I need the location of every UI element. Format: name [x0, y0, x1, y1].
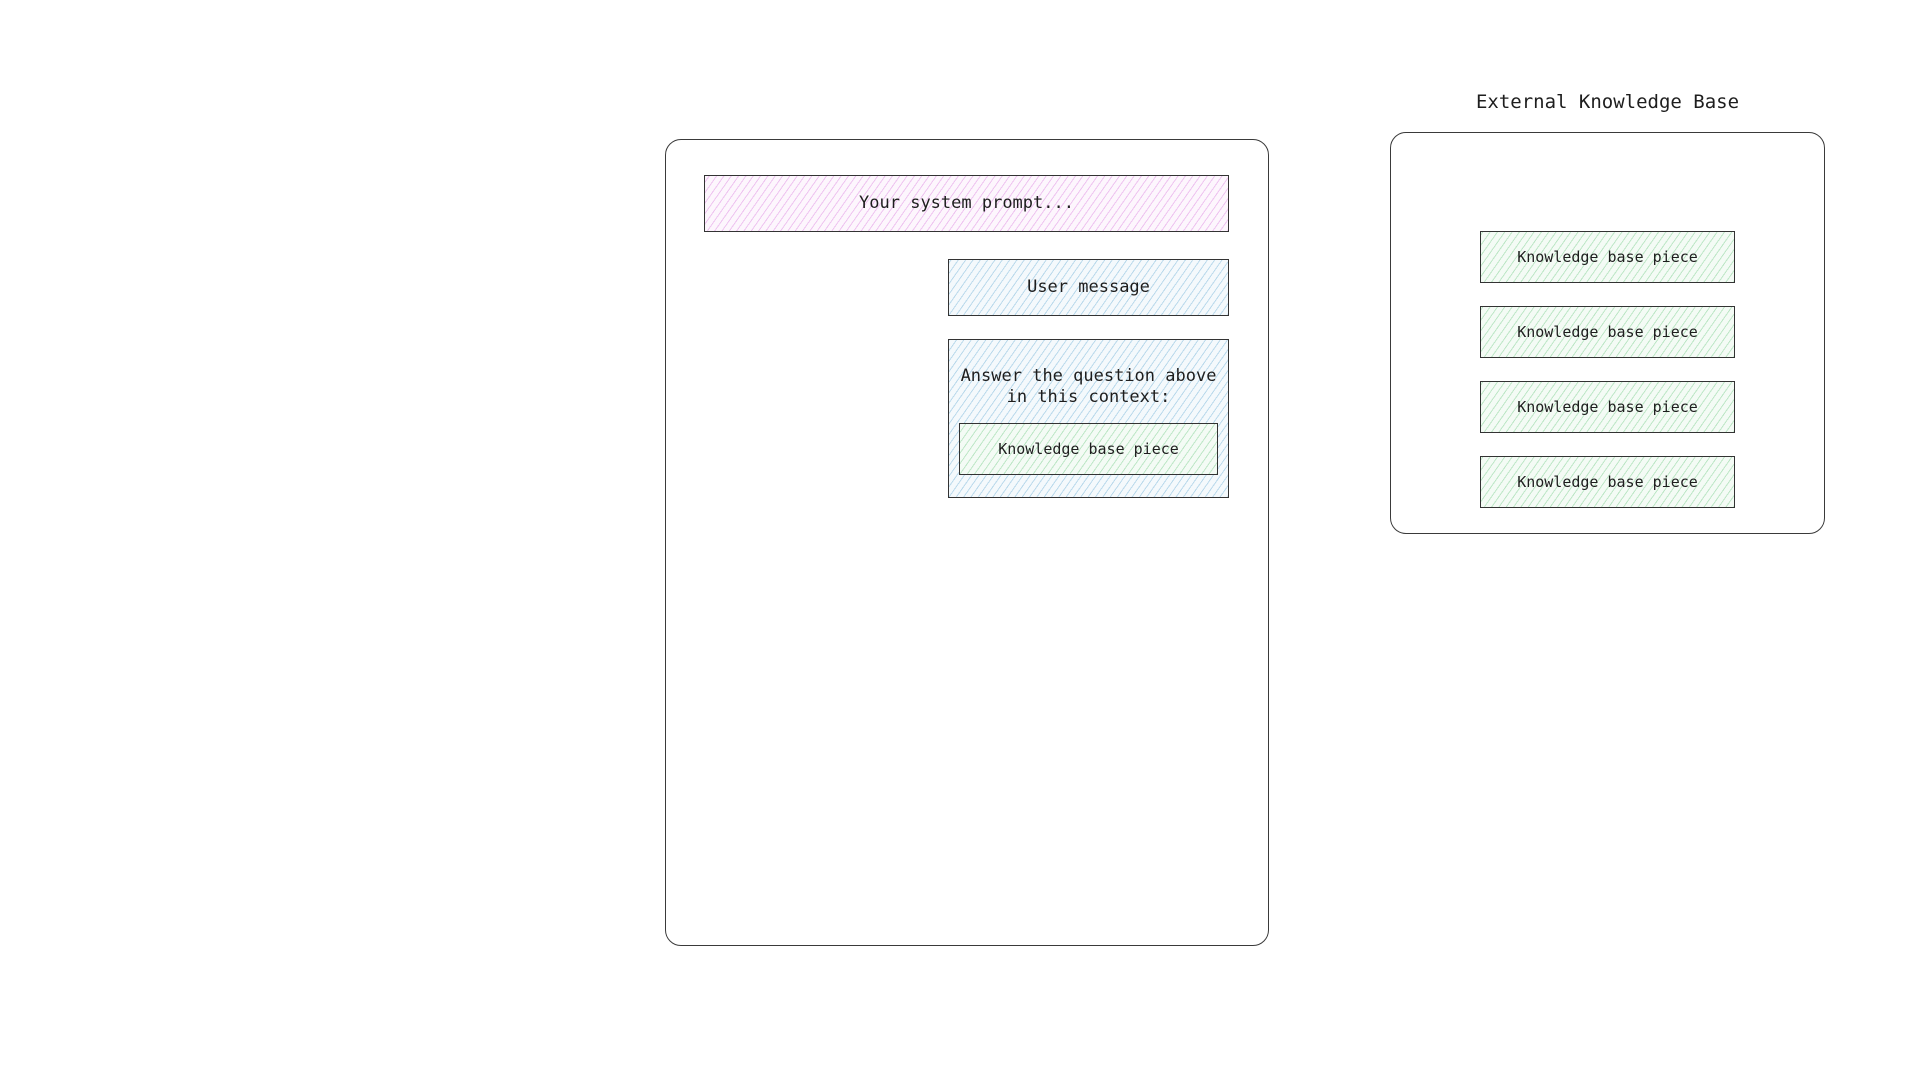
knowledge-base-piece-text: Knowledge base piece: [1517, 322, 1698, 341]
augmented-knowledge-piece: Knowledge base piece: [959, 423, 1218, 475]
user-message-text: User message: [1027, 277, 1150, 298]
knowledge-base-piece-text: Knowledge base piece: [1517, 247, 1698, 266]
system-prompt-text: Your system prompt...: [859, 193, 1074, 214]
knowledge-base-piece: Knowledge base piece: [1480, 306, 1735, 358]
knowledge-base-piece: Knowledge base piece: [1480, 381, 1735, 433]
augmented-instruction-line-1: Answer the question above: [960, 366, 1217, 386]
knowledge-base-piece-text: Knowledge base piece: [1517, 472, 1698, 491]
knowledge-base-piece-text: Knowledge base piece: [1517, 397, 1698, 416]
knowledge-base-piece: Knowledge base piece: [1480, 231, 1735, 283]
augmented-knowledge-piece-text: Knowledge base piece: [998, 439, 1179, 458]
knowledge-base-title: External Knowledge Base: [1475, 91, 1740, 113]
augmented-instruction: Answer the question above in this contex…: [949, 366, 1228, 408]
knowledge-base-piece: Knowledge base piece: [1480, 456, 1735, 508]
system-prompt-box: Your system prompt...: [704, 175, 1229, 232]
user-message-box: User message: [948, 259, 1229, 316]
augmented-instruction-line-2: in this context:: [1006, 387, 1171, 407]
